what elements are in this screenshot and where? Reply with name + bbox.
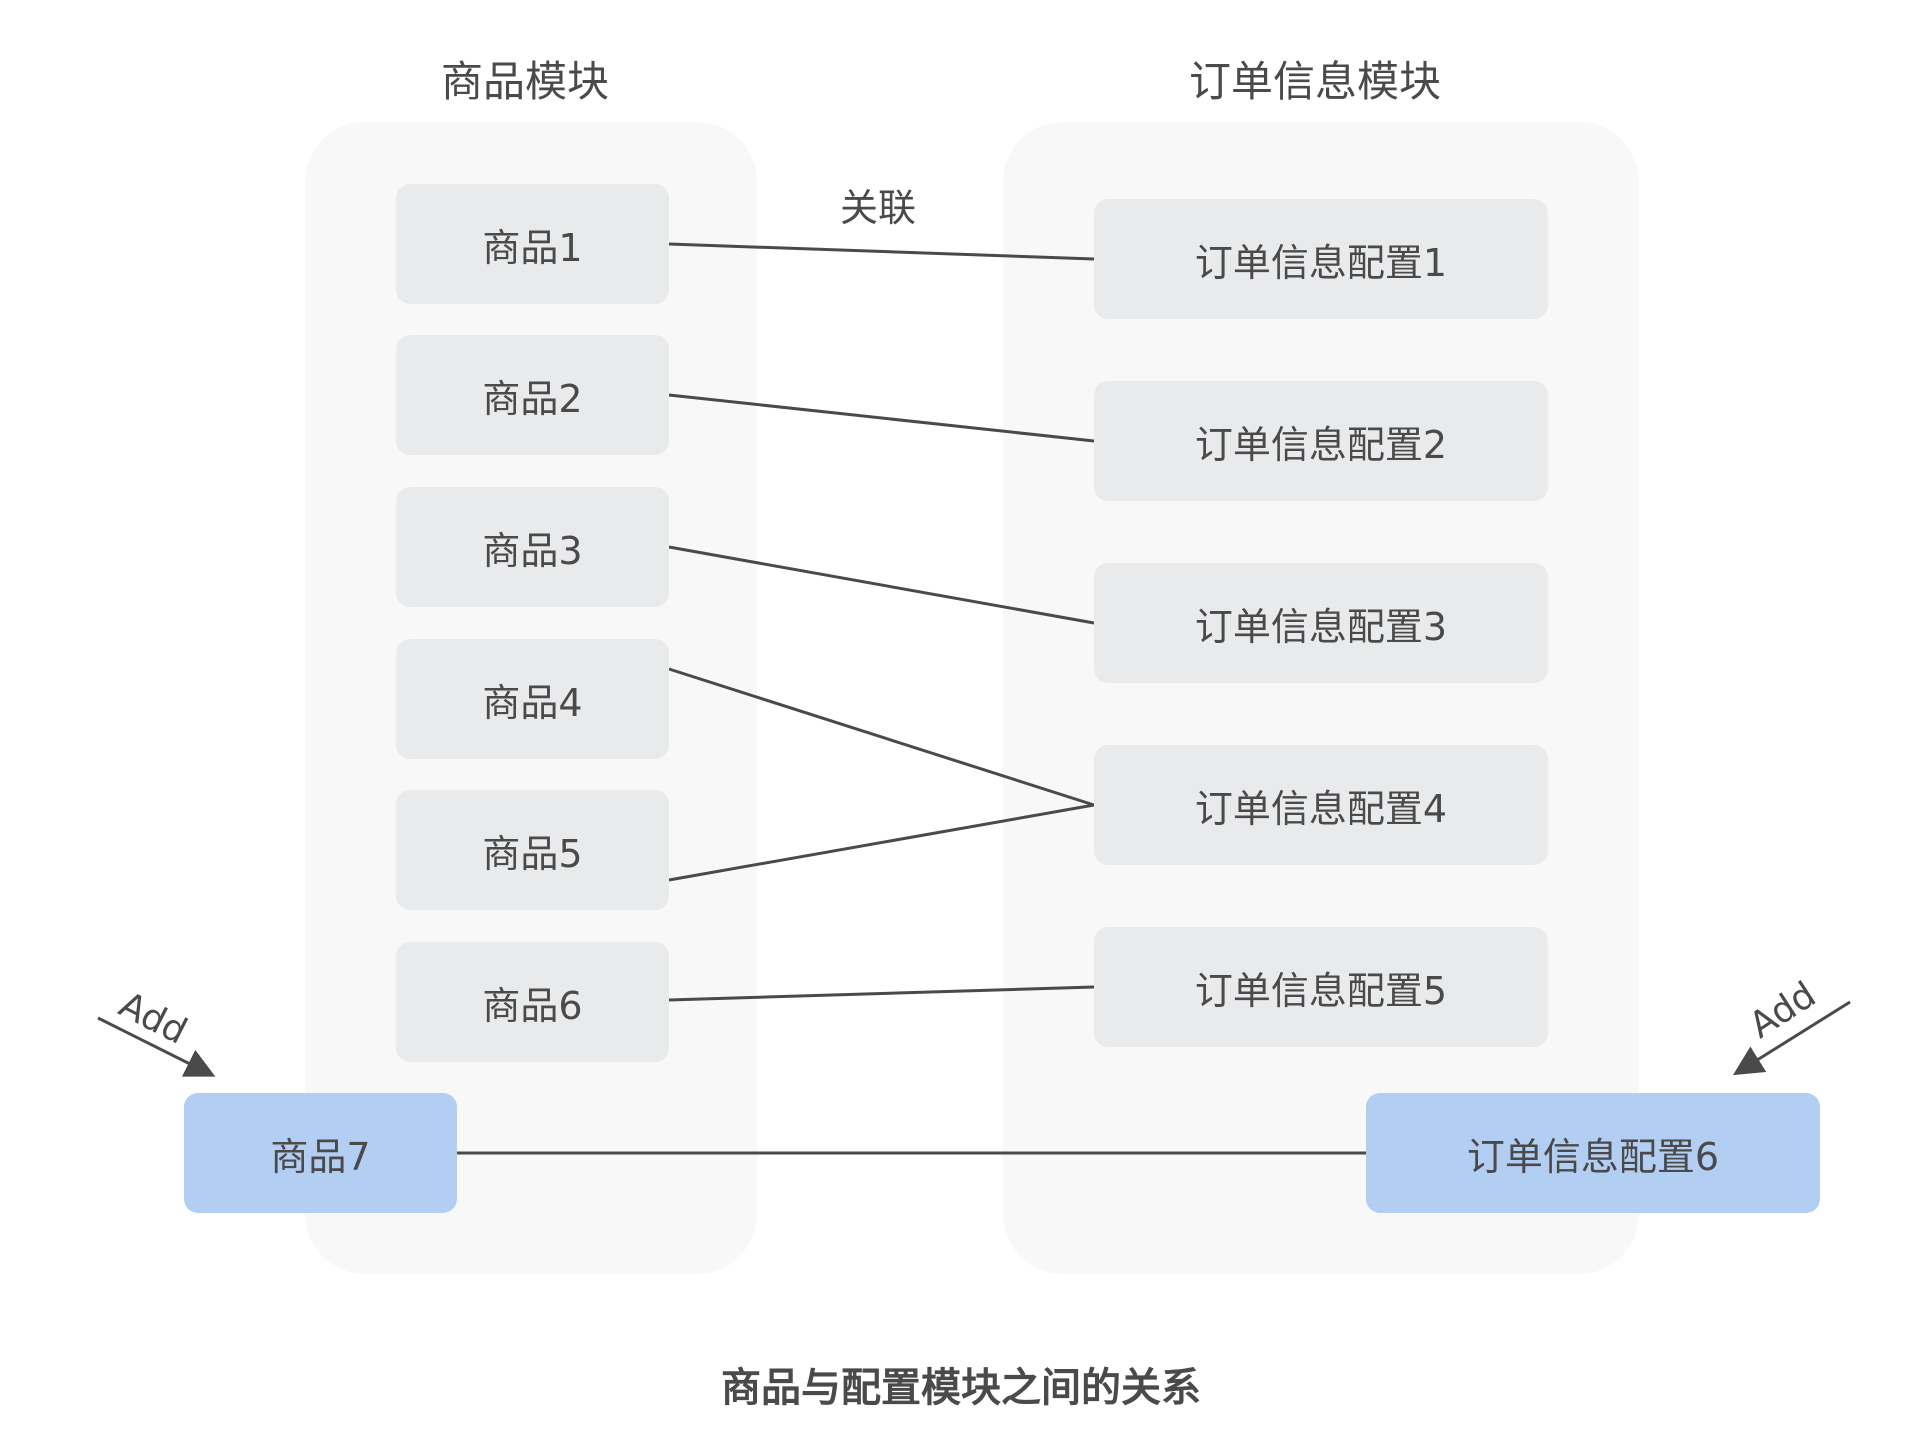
product-node-2[interactable]: 商品2 [396, 335, 669, 455]
product-node-6[interactable]: 商品6 [396, 942, 669, 1062]
relation-label: 关联 [840, 186, 917, 230]
config-node-6-new[interactable]: 订单信息配置6 [1366, 1093, 1820, 1213]
config-node-1[interactable]: 订单信息配置1 [1094, 199, 1548, 319]
add-label-right: Add [1742, 974, 1824, 1047]
order-module-title: 订单信息模块 [1188, 57, 1441, 106]
product-node-1[interactable]: 商品1 [396, 184, 669, 304]
config-node-3[interactable]: 订单信息配置3 [1094, 563, 1548, 683]
product-node-5[interactable]: 商品5 [396, 790, 669, 910]
config-node-4[interactable]: 订单信息配置4 [1094, 745, 1548, 865]
add-label-left: Add [112, 984, 194, 1053]
config-node-5[interactable]: 订单信息配置5 [1094, 927, 1548, 1047]
product-module-title: 商品模块 [440, 57, 609, 106]
product-node-3[interactable]: 商品3 [396, 487, 669, 607]
product-node-4[interactable]: 商品4 [396, 639, 669, 759]
product-node-7-new[interactable]: 商品7 [184, 1093, 457, 1213]
config-node-2[interactable]: 订单信息配置2 [1094, 381, 1548, 501]
diagram-caption: 商品与配置模块之间的关系 [721, 1365, 1201, 1411]
